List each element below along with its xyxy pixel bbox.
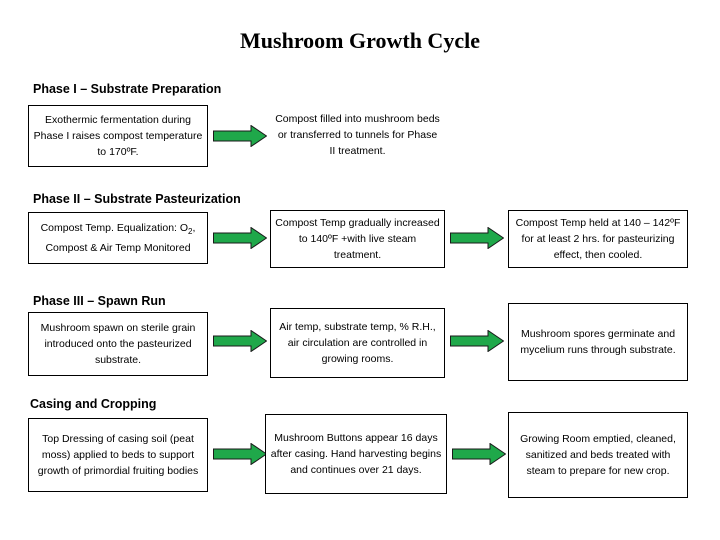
arrow-right-icon xyxy=(213,330,267,352)
phase-1-step-2: Compost filled into mushroom beds or tra… xyxy=(270,100,445,170)
phase-4-step-2-text: Mushroom Buttons appear 16 days after ca… xyxy=(270,432,442,476)
phase-4-heading: Casing and Cropping xyxy=(30,397,157,411)
arrow-right-icon xyxy=(213,125,267,147)
phase-3-step-3: Mushroom spores germinate and mycelium r… xyxy=(508,303,688,381)
phase-2-step-3: Compost Temp held at 140 – 142ºF for at … xyxy=(508,210,688,268)
phase-1-step-1: Exothermic fermentation during Phase I r… xyxy=(28,105,208,167)
arrow-right-icon xyxy=(213,227,267,249)
phase-2-step-1: Compost Temp. Equalization: O2, Compost … xyxy=(28,212,208,264)
phase-2-heading: Phase II – Substrate Pasteurization xyxy=(33,192,241,206)
phase-4-step-3: Growing Room emptied, cleaned, sanitized… xyxy=(508,412,688,498)
page-title: Mushroom Growth Cycle xyxy=(240,28,480,53)
phase-2-step-2-text: Compost Temp gradually increased to 140º… xyxy=(275,217,440,261)
phase-4-step-1: Top Dressing of casing soil (peat moss) … xyxy=(28,418,208,492)
phase-1-step-2-text: Compost filled into mushroom beds or tra… xyxy=(275,113,440,157)
phase-3-heading: Phase III – Spawn Run xyxy=(33,294,166,308)
phase-2-step-2: Compost Temp gradually increased to 140º… xyxy=(270,210,445,268)
phase-3-step-1-text: Mushroom spawn on sterile grain introduc… xyxy=(40,322,196,366)
phase-4-step-3-text: Growing Room emptied, cleaned, sanitized… xyxy=(520,433,676,477)
arrow-right-icon xyxy=(213,443,267,465)
arrow-right-icon xyxy=(450,330,504,352)
phase-3-step-3-text: Mushroom spores germinate and mycelium r… xyxy=(520,328,676,356)
phase-2-step-1-text: Compost Temp. Equalization: O2, Compost … xyxy=(40,221,196,255)
phase-3-step-2-text: Air temp, substrate temp, % R.H., air ci… xyxy=(279,321,436,365)
phase-3-step-1: Mushroom spawn on sterile grain introduc… xyxy=(28,312,208,376)
phase-4-step-1-text: Top Dressing of casing soil (peat moss) … xyxy=(37,433,199,477)
arrow-right-icon xyxy=(452,443,506,465)
phase-2-step-3-text: Compost Temp held at 140 – 142ºF for at … xyxy=(515,217,681,261)
phase-3-step-2: Air temp, substrate temp, % R.H., air ci… xyxy=(270,308,445,378)
phase-1-heading: Phase I – Substrate Preparation xyxy=(33,82,222,96)
phase-4-step-2: Mushroom Buttons appear 16 days after ca… xyxy=(265,414,447,494)
phase-1-step-1-text: Exothermic fermentation during Phase I r… xyxy=(33,114,203,158)
arrow-right-icon xyxy=(450,227,504,249)
